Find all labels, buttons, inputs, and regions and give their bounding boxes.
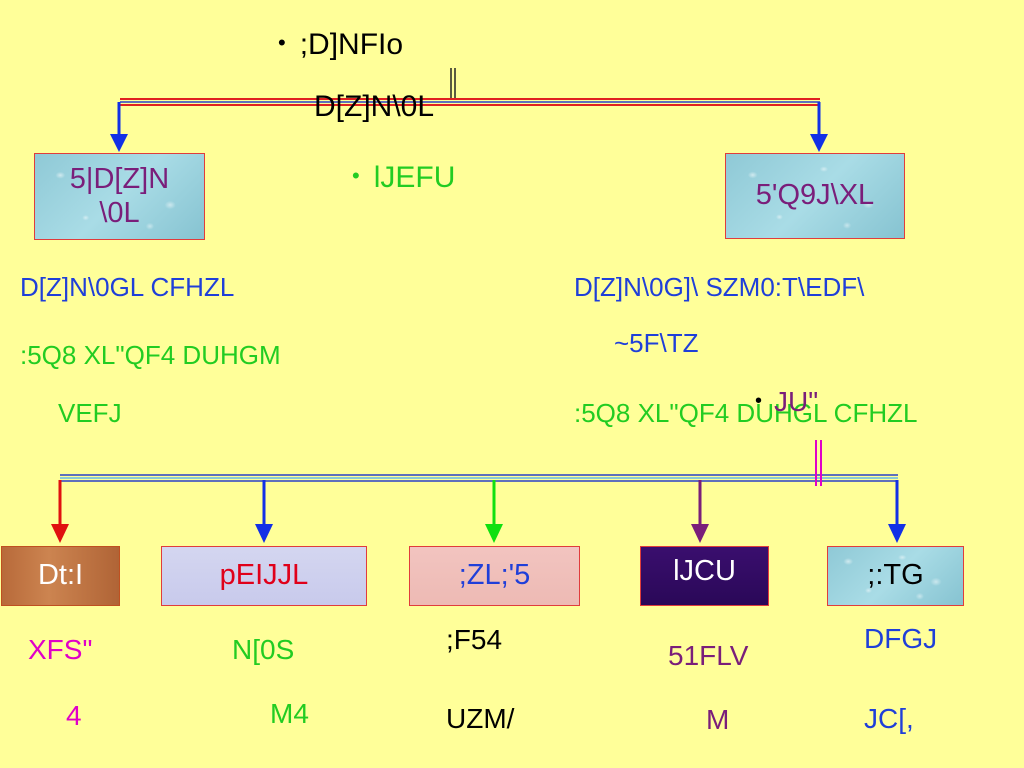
top-connector — [120, 68, 820, 106]
box-1-sub2: 4 — [66, 700, 82, 731]
arrow-blue-2 — [255, 480, 273, 543]
left-category-box: 5|D[Z]N \0L — [34, 153, 205, 240]
box-3-sub2: UZM/ — [446, 703, 515, 734]
box-2-sub2: M4 — [270, 698, 309, 729]
box-3-sub1: ;F54 — [446, 624, 503, 655]
arrow-to-left-box — [110, 102, 128, 152]
bottom-box-2-label: pEIJJL — [219, 559, 309, 592]
right-overlay-bullet: • JU" — [755, 388, 818, 416]
bottom-box-3: ;ZL;'5 — [409, 546, 580, 606]
bottom-box-1-label: Dt:I — [37, 559, 84, 592]
top-bullet-2: • lJEFU — [352, 163, 455, 193]
bullet-dot: • — [278, 30, 286, 55]
box-5-sub2: JC[, — [864, 703, 914, 734]
left-text-line3: VEFJ — [58, 398, 122, 428]
box-4-sub1: 51FLV — [668, 640, 749, 671]
arrow-purple — [691, 480, 709, 543]
bottom-connector — [60, 440, 898, 486]
bottom-box-4: lJCU — [640, 546, 769, 606]
left-box-line1: 5|D[Z]N — [69, 163, 170, 196]
right-text-line3: :5Q8 XL"QF4 DUHGL CFHZL — [574, 398, 918, 428]
bottom-box-1: Dt:I — [1, 546, 120, 606]
right-text-line1: D[Z]N\0G]\ SZM0:T\EDF\ — [574, 272, 865, 302]
arrow-red — [51, 480, 69, 543]
top-bullet-1-text: ;D]NFIo — [299, 28, 404, 61]
top-bullet-1-line2: D[Z]N\0L — [314, 90, 435, 123]
bullet-dot: • — [755, 390, 763, 412]
left-box-line2: \0L — [99, 196, 140, 229]
top-bullet-1: • ;D]NFIo — [278, 30, 403, 60]
arrow-to-right-box — [810, 102, 828, 152]
box-1-sub1: XFS" — [28, 634, 93, 665]
bottom-box-5-label: ;:TG — [867, 559, 924, 592]
bullet-dot: • — [352, 163, 360, 188]
bottom-box-4-label: lJCU — [673, 555, 736, 587]
bottom-box-2: pEIJJL — [161, 546, 367, 606]
right-box-label: 5'Q9J\XL — [755, 179, 875, 212]
arrow-green — [485, 480, 503, 543]
arrow-blue-5 — [888, 480, 906, 543]
bottom-box-3-label: ;ZL;'5 — [458, 559, 531, 592]
left-text-line1: D[Z]N\0GL CFHZL — [20, 272, 235, 302]
box-4-sub2: M — [706, 704, 730, 735]
box-2-sub1: N[0S — [232, 634, 295, 665]
top-bullet-2-text: lJEFU — [373, 161, 456, 194]
right-text-line2: ~5F\TZ — [614, 328, 699, 358]
right-overlay-text: JU" — [774, 386, 819, 417]
bottom-box-5: ;:TG — [827, 546, 964, 606]
right-category-box: 5'Q9J\XL — [725, 153, 905, 239]
left-text-line2: :5Q8 XL"QF4 DUHGM — [20, 340, 281, 370]
box-5-sub1: DFGJ — [864, 623, 938, 654]
